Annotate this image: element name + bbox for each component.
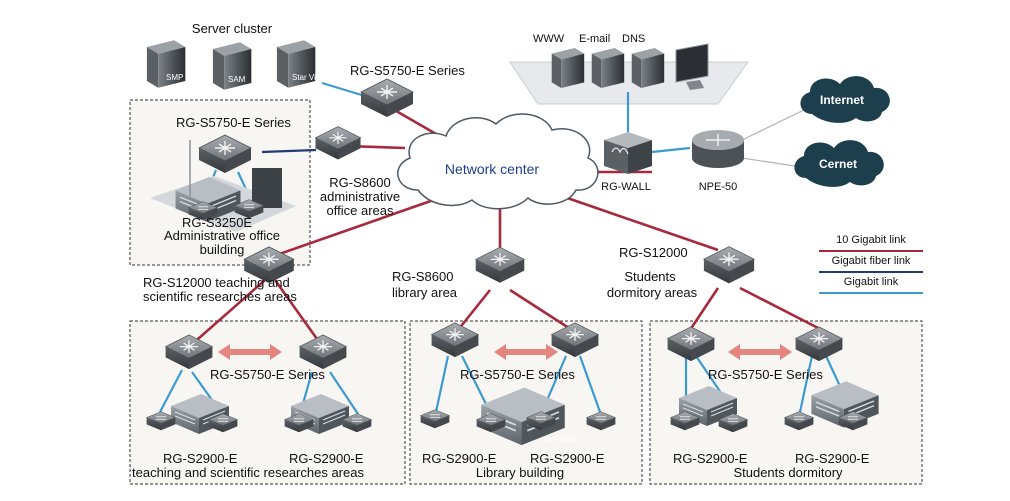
label-lib-area: Library building bbox=[475, 465, 565, 480]
dmz-servers bbox=[551, 43, 709, 90]
label-dorm-s12000-1: RG-S12000 bbox=[619, 245, 688, 260]
label-dorm-s12000-3: dormitory areas bbox=[606, 285, 698, 300]
label-dorm-s2900-right: RG-S2900-E bbox=[795, 451, 870, 466]
router-npe-icon bbox=[692, 130, 744, 168]
wan-links bbox=[741, 107, 809, 169]
legend-ten-gigabit-label: 10 Gigabit link bbox=[836, 234, 906, 246]
legend-fiber: Gigabit fiber link bbox=[815, 254, 927, 275]
label-rg-wall: RG-WALL bbox=[601, 181, 651, 193]
firewall-icon bbox=[604, 132, 652, 174]
legend-fiber-label: Gigabit fiber link bbox=[831, 255, 911, 267]
fiber-links bbox=[261, 148, 317, 154]
legend-gigabit-label: Gigabit link bbox=[843, 276, 899, 288]
internet-cloud bbox=[800, 76, 890, 123]
label-admin-s3250: RG-S3250E bbox=[182, 215, 253, 230]
label-sms: SMP bbox=[166, 73, 183, 82]
label-dns: DNS bbox=[622, 33, 646, 45]
label-npe: NPE-50 bbox=[698, 181, 738, 193]
label-admin-s8600-sub2: office areas bbox=[326, 203, 394, 218]
label-lib-s8600-1: RG-S8600 bbox=[392, 269, 454, 284]
double-arrows bbox=[218, 344, 792, 360]
label-teach-s12000-2: scientific researches areas bbox=[143, 289, 297, 304]
switch-admin-s8600 bbox=[314, 125, 362, 161]
label-core-top: RG-S5750-E Series bbox=[350, 63, 465, 78]
label-teach-area: teaching and scientific researches areas bbox=[132, 465, 364, 480]
switch-lib-s8600 bbox=[474, 246, 526, 284]
admin-building bbox=[150, 140, 296, 232]
label-dorm-series: RG-S5750-E Series bbox=[708, 367, 823, 382]
label-admin-s8600: RG-S8600 bbox=[329, 175, 391, 190]
label-lib-s2900-left: RG-S2900-E bbox=[422, 451, 497, 466]
label-teach-s12000-1: RG-S12000 teaching and bbox=[143, 275, 290, 290]
label-cernet: Cernet bbox=[819, 157, 857, 171]
legend-gigabit: Gigabit link bbox=[815, 275, 927, 296]
legend: 10 Gigabit link Gigabit fiber link Gigab… bbox=[815, 233, 927, 296]
legend-ten-gigabit-swatch bbox=[819, 250, 923, 252]
switch-top-s5750 bbox=[360, 78, 414, 118]
label-lib-s8600-2: library area bbox=[392, 285, 458, 300]
label-www: WWW bbox=[533, 33, 565, 45]
label-admin-building-2: building bbox=[199, 242, 245, 257]
label-admin-s8600-sub1: administrative bbox=[319, 189, 401, 204]
label-server-cluster: Server cluster bbox=[191, 21, 273, 36]
legend-ten-gigabit: 10 Gigabit link bbox=[815, 233, 927, 254]
label-teach-s2900-right: RG-S2900-E bbox=[289, 451, 364, 466]
label-lib-series: RG-S5750-E Series bbox=[460, 367, 575, 382]
label-dorm-s2900-left: RG-S2900-E bbox=[673, 451, 748, 466]
label-teach-s2900-left: RG-S2900-E bbox=[163, 451, 238, 466]
gigabit-links bbox=[159, 81, 853, 415]
label-star-view: Star View bbox=[292, 73, 326, 82]
monitor-icon bbox=[675, 43, 709, 83]
legend-fiber-swatch bbox=[819, 271, 923, 273]
switch-dorm-s12000 bbox=[703, 245, 755, 285]
label-dorm-s12000-2: Students bbox=[624, 269, 676, 284]
label-email: E-mail bbox=[579, 33, 611, 45]
label-admin-building-1: Administrative office bbox=[163, 228, 281, 243]
label-internet: Internet bbox=[820, 93, 864, 107]
label-dorm-area: Students dormitory bbox=[733, 465, 843, 480]
label-sam: SAM bbox=[228, 75, 246, 84]
label-lib-s2900-right: RG-S2900-E bbox=[530, 451, 605, 466]
cernet-cloud bbox=[794, 140, 884, 187]
label-admin-s5750: RG-S5750-E Series bbox=[176, 115, 291, 130]
legend-gigabit-swatch bbox=[819, 292, 923, 294]
label-office-sign: Office Build bbox=[540, 437, 577, 444]
label-network-center: Network center bbox=[445, 161, 539, 177]
network-center-cloud bbox=[397, 113, 599, 210]
label-teach-series: RG-S5750-E Series bbox=[210, 367, 325, 382]
